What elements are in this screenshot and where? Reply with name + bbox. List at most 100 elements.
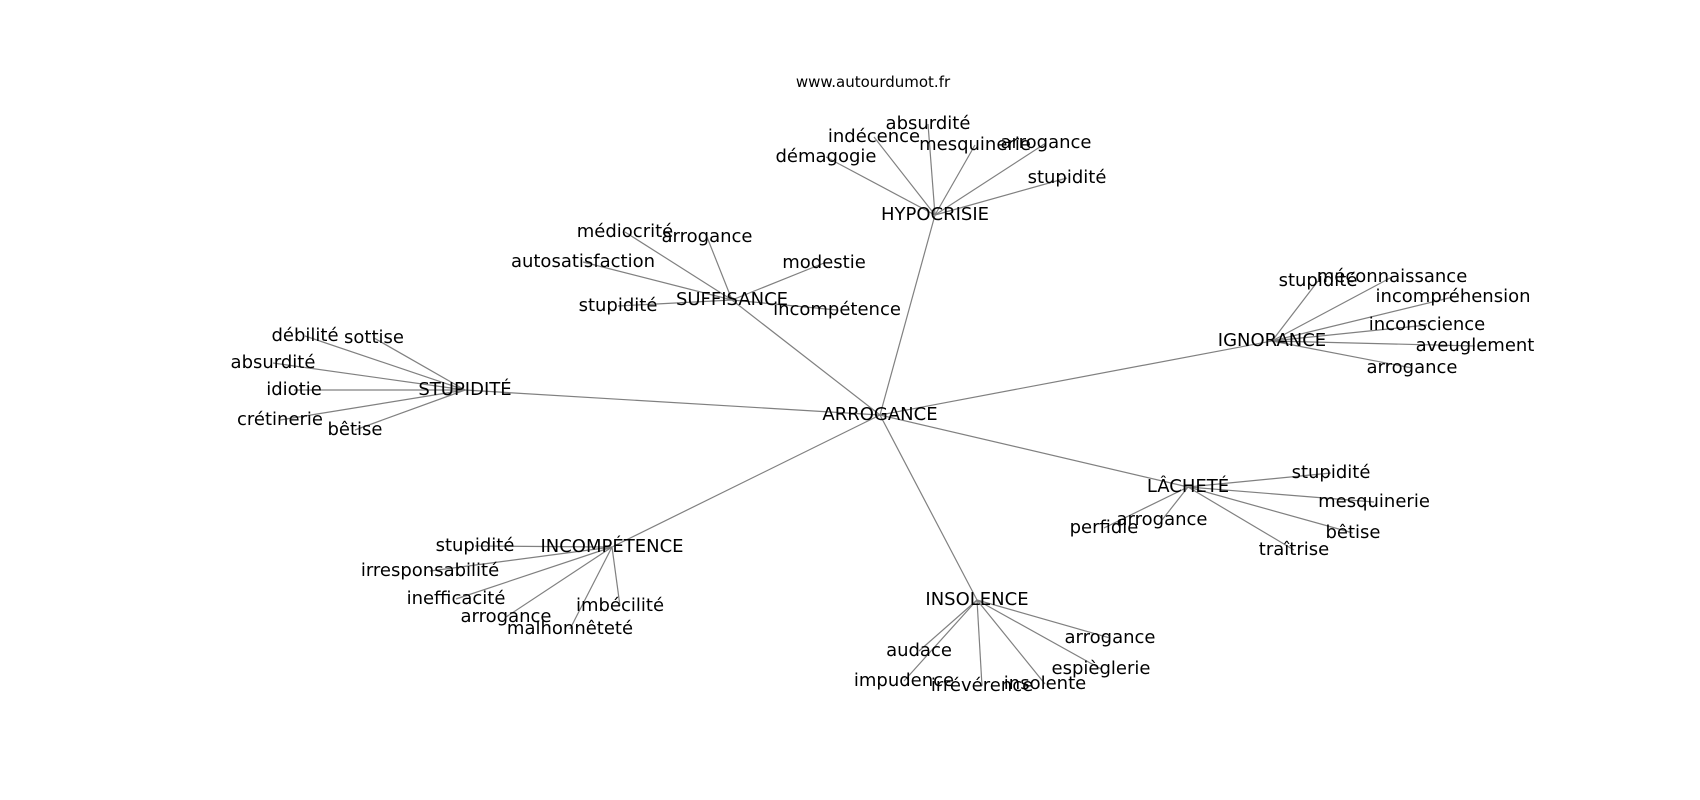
leaf-node-stupidite-debilite: débilité bbox=[271, 325, 338, 346]
leaf-node-suffisance-modestie: modestie bbox=[782, 252, 866, 273]
leaf-node-incompetence-malhonnetete: malhonnêteté bbox=[507, 618, 633, 639]
edge-incompetence-inefficacite bbox=[455, 546, 613, 600]
edge-suffisance-incompetence bbox=[731, 299, 838, 311]
edge-insolence-arrogance bbox=[976, 599, 1111, 639]
leaf-node-hypocrisie-arrogance: arrogance bbox=[1001, 132, 1092, 153]
leaf-node-ignorance-arrogance: arrogance bbox=[1367, 357, 1458, 378]
leaf-node-hypocrisie-absurdite: absurdité bbox=[886, 113, 971, 134]
source-label: www.autourdumot.fr bbox=[796, 73, 951, 91]
edge-lachete-perfidie bbox=[1103, 486, 1189, 529]
leaf-node-lachete-stupidite: stupidité bbox=[1292, 462, 1371, 483]
leaf-node-ignorance-inconscience: inconscience bbox=[1369, 314, 1485, 335]
edge-center-incompetence bbox=[611, 414, 881, 548]
edge-center-suffisance bbox=[731, 299, 881, 416]
leaf-node-ignorance-incomprehension: incompréhension bbox=[1375, 286, 1530, 307]
edge-stupidite-betise bbox=[354, 389, 466, 431]
edge-incompetence-arrogance bbox=[505, 546, 613, 618]
leaf-node-suffisance-incompetence: incompétence bbox=[773, 299, 901, 320]
leaf-node-lachete-betise: bêtise bbox=[1325, 522, 1380, 543]
edge-stupidite-sottise bbox=[373, 337, 466, 391]
edge-suffisance-stupidite bbox=[617, 299, 733, 307]
edge-insolence-irreverence bbox=[976, 599, 983, 687]
leaf-node-insolence-audace: audace bbox=[886, 640, 952, 661]
edge-lachete-traitrise bbox=[1187, 486, 1295, 551]
leaf-node-stupidite-absurdite: absurdité bbox=[231, 352, 316, 373]
edge-ignorance-aveuglement bbox=[1271, 340, 1476, 347]
hub-node-ignorance: IGNORANCE bbox=[1218, 330, 1326, 351]
edge-center-stupidite bbox=[464, 389, 881, 416]
edge-ignorance-stupidite bbox=[1271, 280, 1319, 342]
edge-stupidite-cretinerie bbox=[279, 389, 466, 421]
leaf-node-lachete-arrogance: arrogance bbox=[1117, 509, 1208, 530]
leaf-node-lachete-traitrise: traîtrise bbox=[1259, 539, 1329, 560]
leaf-node-insolence-espieglerie: espièglerie bbox=[1052, 658, 1151, 679]
edge-incompetence-malhonnetete bbox=[569, 546, 613, 630]
leaf-node-ignorance-meconnaissance: méconnaissance bbox=[1317, 266, 1468, 287]
edge-center-lachete bbox=[879, 414, 1189, 488]
edge-hypocrisie-absurdite bbox=[927, 123, 936, 216]
edge-center-hypocrisie bbox=[879, 214, 936, 416]
edge-ignorance-incomprehension bbox=[1271, 296, 1454, 342]
edge-hypocrisie-indecence bbox=[873, 136, 936, 216]
leaf-node-hypocrisie-indecence: indécence bbox=[828, 126, 920, 147]
leaf-node-insolence-irreverence: irrévérence bbox=[931, 675, 1033, 696]
hub-node-hypocrisie: HYPOCRISIE bbox=[881, 204, 989, 225]
hub-node-lachete: LÂCHETÉ bbox=[1147, 475, 1229, 497]
edge-suffisance-arrogance bbox=[706, 236, 733, 301]
leaf-node-suffisance-stupidite: stupidité bbox=[579, 295, 658, 316]
edge-incompetence-stupidite bbox=[474, 545, 613, 548]
leaf-node-insolence-arrogance: arrogance bbox=[1065, 627, 1156, 648]
edge-hypocrisie-demagogie bbox=[825, 156, 936, 216]
edge-suffisance-autosatisfaction bbox=[582, 261, 733, 301]
leaf-node-stupidite-sottise: sottise bbox=[344, 327, 404, 348]
leaf-node-suffisance-arrogance: arrogance bbox=[662, 226, 753, 247]
edge-suffisance-mediocrite bbox=[624, 231, 733, 301]
center-node-arrogance: ARROGANCE bbox=[822, 404, 937, 425]
edge-hypocrisie-mesquinerie bbox=[934, 144, 976, 216]
edge-insolence-insolente bbox=[976, 599, 1046, 685]
leaf-node-lachete-mesquinerie: mesquinerie bbox=[1318, 491, 1430, 512]
graph-edges bbox=[272, 123, 1476, 687]
edge-ignorance-meconnaissance bbox=[1271, 276, 1393, 342]
leaf-node-stupidite-betise: bêtise bbox=[327, 419, 382, 440]
leaf-node-ignorance-stupidite: stupidité bbox=[1279, 270, 1358, 291]
edge-insolence-espieglerie bbox=[976, 599, 1102, 670]
edge-suffisance-modestie bbox=[731, 262, 825, 301]
leaf-node-insolence-insolente: insolente bbox=[1004, 673, 1086, 694]
edge-ignorance-arrogance bbox=[1271, 340, 1413, 369]
edge-incompetence-irresponsabilite bbox=[429, 546, 613, 572]
edge-hypocrisie-stupidite bbox=[934, 177, 1068, 216]
leaf-node-incompetence-imbecilite: imbécilité bbox=[576, 595, 664, 616]
leaf-node-incompetence-irresponsabilite: irresponsabilité bbox=[361, 560, 499, 581]
edge-center-ignorance bbox=[879, 340, 1273, 416]
edge-lachete-betise bbox=[1187, 486, 1354, 534]
graph-nodes: ARROGANCEHYPOCRISIEdémagogieindécenceabs… bbox=[231, 113, 1535, 696]
edge-stupidite-debilite bbox=[304, 335, 466, 391]
edge-stupidite-absurdite bbox=[272, 362, 466, 391]
leaf-node-stupidite-cretinerie: crétinerie bbox=[237, 409, 323, 430]
leaf-node-lachete-perfidie: perfidie bbox=[1070, 517, 1139, 538]
edge-lachete-mesquinerie bbox=[1187, 486, 1375, 503]
leaf-node-suffisance-mediocrite: médiocrité bbox=[577, 221, 673, 242]
leaf-node-insolence-impudence: impudence bbox=[854, 670, 954, 691]
leaf-node-hypocrisie-demagogie: démagogie bbox=[775, 146, 876, 167]
leaf-node-hypocrisie-mesquinerie: mesquinerie bbox=[919, 134, 1031, 155]
edge-center-insolence bbox=[879, 414, 978, 601]
edge-lachete-stupidite bbox=[1187, 472, 1332, 488]
leaf-node-incompetence-stupidite: stupidité bbox=[436, 535, 515, 556]
hub-node-suffisance: SUFFISANCE bbox=[676, 289, 788, 310]
edge-incompetence-imbecilite bbox=[611, 546, 621, 607]
leaf-node-incompetence-inefficacite: inefficacité bbox=[407, 588, 506, 609]
leaf-node-ignorance-aveuglement: aveuglement bbox=[1416, 335, 1535, 356]
hub-node-stupidite: STUPIDITÉ bbox=[418, 378, 511, 400]
edge-insolence-impudence bbox=[903, 599, 978, 682]
leaf-node-incompetence-arrogance: arrogance bbox=[461, 606, 552, 627]
leaf-node-stupidite-idiotie: idiotie bbox=[266, 379, 322, 400]
leaf-node-hypocrisie-stupidite: stupidité bbox=[1028, 167, 1107, 188]
edge-hypocrisie-arrogance bbox=[934, 142, 1047, 216]
edge-insolence-audace bbox=[918, 599, 978, 652]
leaf-node-suffisance-autosatisfaction: autosatisfaction bbox=[511, 251, 655, 272]
hub-node-insolence: INSOLENCE bbox=[925, 589, 1028, 610]
